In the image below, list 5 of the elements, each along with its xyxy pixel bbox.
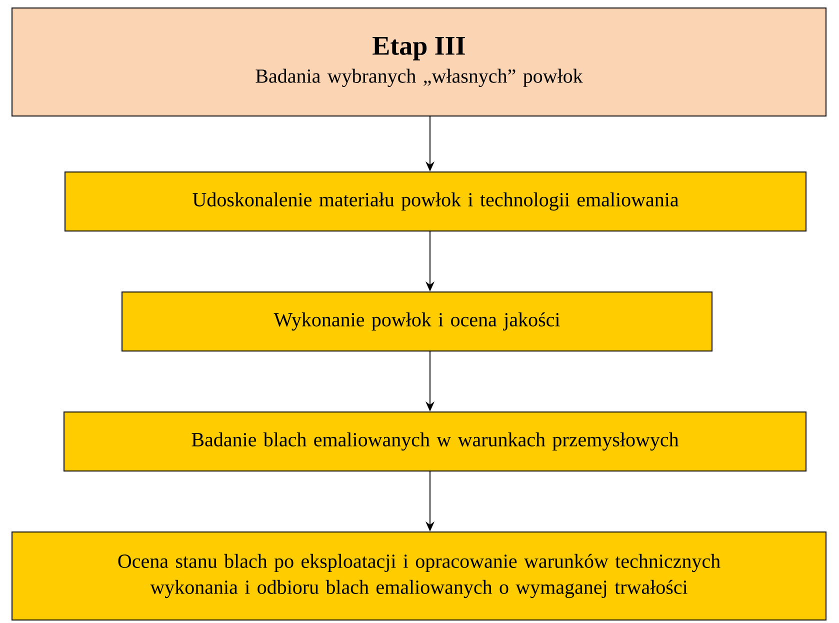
process-box: Udoskonalenie materiału powłok i technologii emaliowania xyxy=(64,171,806,232)
process-box: Etap III Badania wybranych „własnych” powłok xyxy=(12,8,826,116)
process-box: Wykonanie powłok i ocena jakości xyxy=(122,291,712,352)
process-box: Ocena stanu blach po eksploatacji i opracowanie warunków technicznych wykonania i odbioru blach emaliowanych o wymaganej trwałości xyxy=(12,531,826,620)
process-box: Badanie blach emaliowanych w warunkach przemysłowych xyxy=(64,412,806,472)
